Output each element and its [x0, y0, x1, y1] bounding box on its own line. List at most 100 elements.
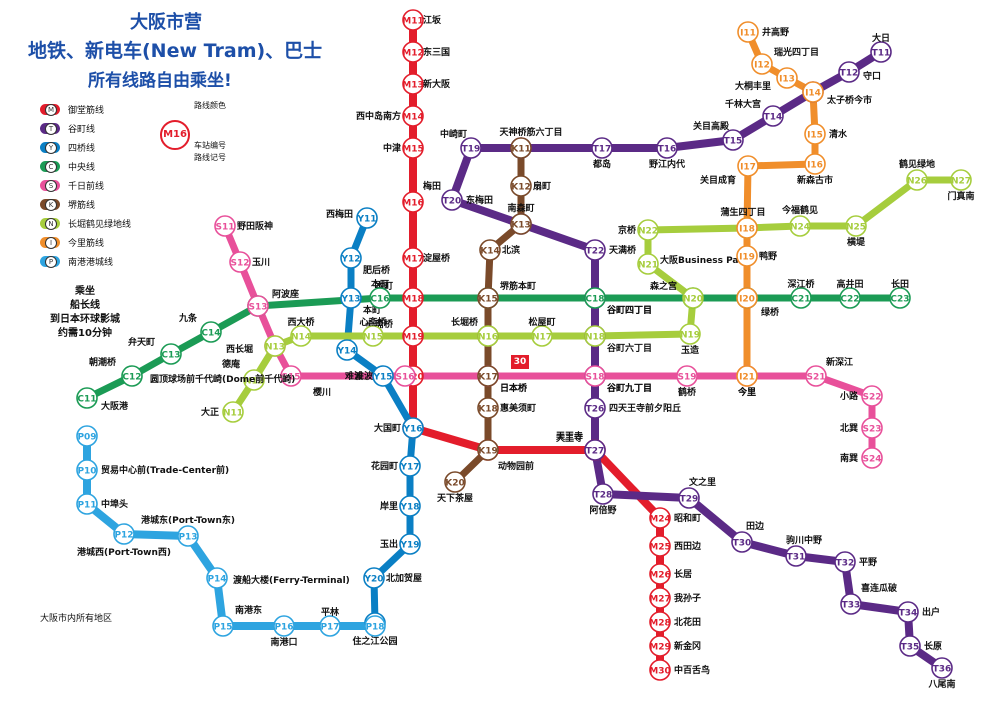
station-s16[interactable]: S16: [394, 365, 416, 387]
station-k13[interactable]: K13: [510, 213, 532, 235]
station-n18[interactable]: N18: [584, 325, 606, 347]
station-i20[interactable]: I20: [736, 287, 758, 309]
station-k11[interactable]: K11: [510, 137, 532, 159]
station-k15[interactable]: K15: [477, 287, 499, 309]
station-t18[interactable]: T18天神桥筋六丁目: [499, 126, 563, 159]
station-y16[interactable]: Y16: [402, 417, 424, 439]
station-k19[interactable]: K19: [477, 439, 499, 461]
station-p18[interactable]: P18: [364, 615, 386, 637]
station-s13[interactable]: S13: [247, 295, 269, 317]
station-y14[interactable]: Y14: [336, 339, 358, 361]
station-i14[interactable]: I14: [802, 81, 824, 103]
station-n13[interactable]: N13: [264, 335, 286, 357]
station-p09[interactable]: P09: [76, 425, 98, 447]
station-i18[interactable]: I18: [736, 217, 758, 239]
